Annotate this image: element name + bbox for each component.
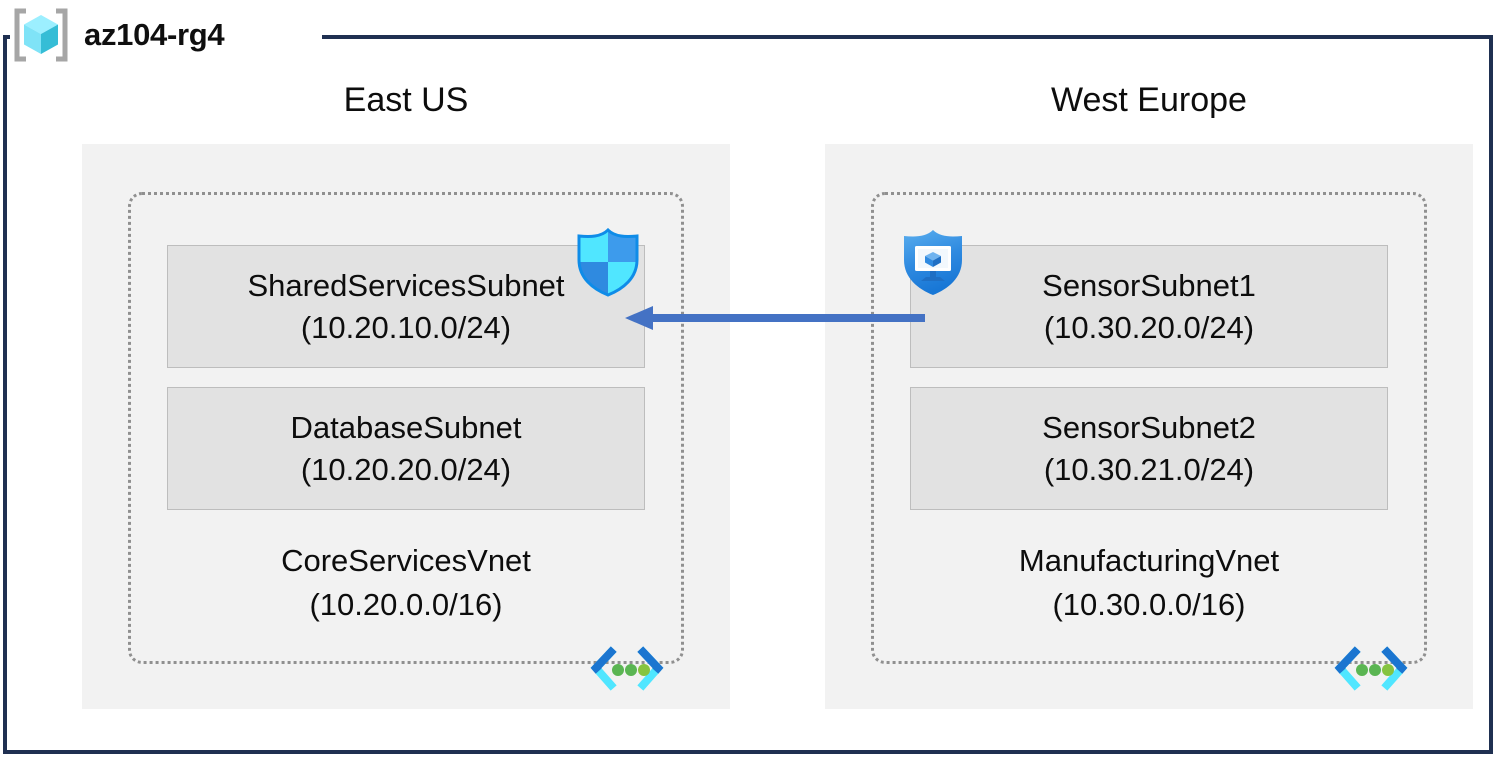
subnet-shared-services[interactable]: SharedServicesSubnet (10.20.10.0/24) [167,245,645,368]
subnet-sensor-1[interactable]: SensorSubnet1 (10.30.20.0/24) [910,245,1388,368]
vnet-name: CoreServicesVnet [281,543,531,578]
resource-group-title: az104-rg4 [84,17,225,52]
left-arrow-icon [625,305,925,331]
subnet-cidr: (10.30.21.0/24) [1043,451,1255,487]
region-column-east-us: East US SharedServicesSubnet (10.20.10.0… [82,78,730,709]
resource-group-header: az104-rg4 [10,4,235,66]
subnet-name: DatabaseSubnet [290,409,522,445]
region-column-west-europe: West Europe SensorSubnet1 (10.30.20.0/24… [825,78,1473,709]
vnet-manufacturing[interactable]: SensorSubnet1 (10.30.20.0/24) SensorSubn… [871,192,1427,664]
region-label-east-us: East US [343,81,469,119]
region-label-west-europe: West Europe [1051,81,1247,119]
subnet-name: SensorSubnet2 [1042,409,1256,445]
subnet-name: SharedServicesSubnet [247,267,565,303]
vnet-core-services[interactable]: SharedServicesSubnet (10.20.10.0/24) Dat… [128,192,684,664]
firewall-shield-icon [573,226,643,298]
vnet-cidr: (10.20.0.0/16) [309,587,503,622]
subnet-name: SensorSubnet1 [1042,267,1256,303]
subnet-cidr: (10.20.20.0/24) [300,451,512,487]
subnet-cidr: (10.20.10.0/24) [300,309,512,345]
virtual-network-icon [1334,646,1408,694]
resource-group-cube-icon [10,8,72,62]
subnet-sensor-2[interactable]: SensorSubnet2 (10.30.21.0/24) [910,387,1388,510]
defender-for-servers-shield-icon [898,226,968,298]
resource-group-frame-top-right-segment [322,35,1493,39]
vnet-name: ManufacturingVnet [1018,543,1280,578]
vnet-caption-core-services: CoreServicesVnet (10.20.0.0/16) [131,539,681,627]
resource-group-frame [3,35,1493,754]
vnet-cidr: (10.30.0.0/16) [1052,587,1246,622]
vnet-caption-manufacturing: ManufacturingVnet (10.30.0.0/16) [874,539,1424,627]
virtual-network-icon [590,646,664,694]
subnet-database[interactable]: DatabaseSubnet (10.20.20.0/24) [167,387,645,510]
subnet-cidr: (10.30.20.0/24) [1043,309,1255,345]
